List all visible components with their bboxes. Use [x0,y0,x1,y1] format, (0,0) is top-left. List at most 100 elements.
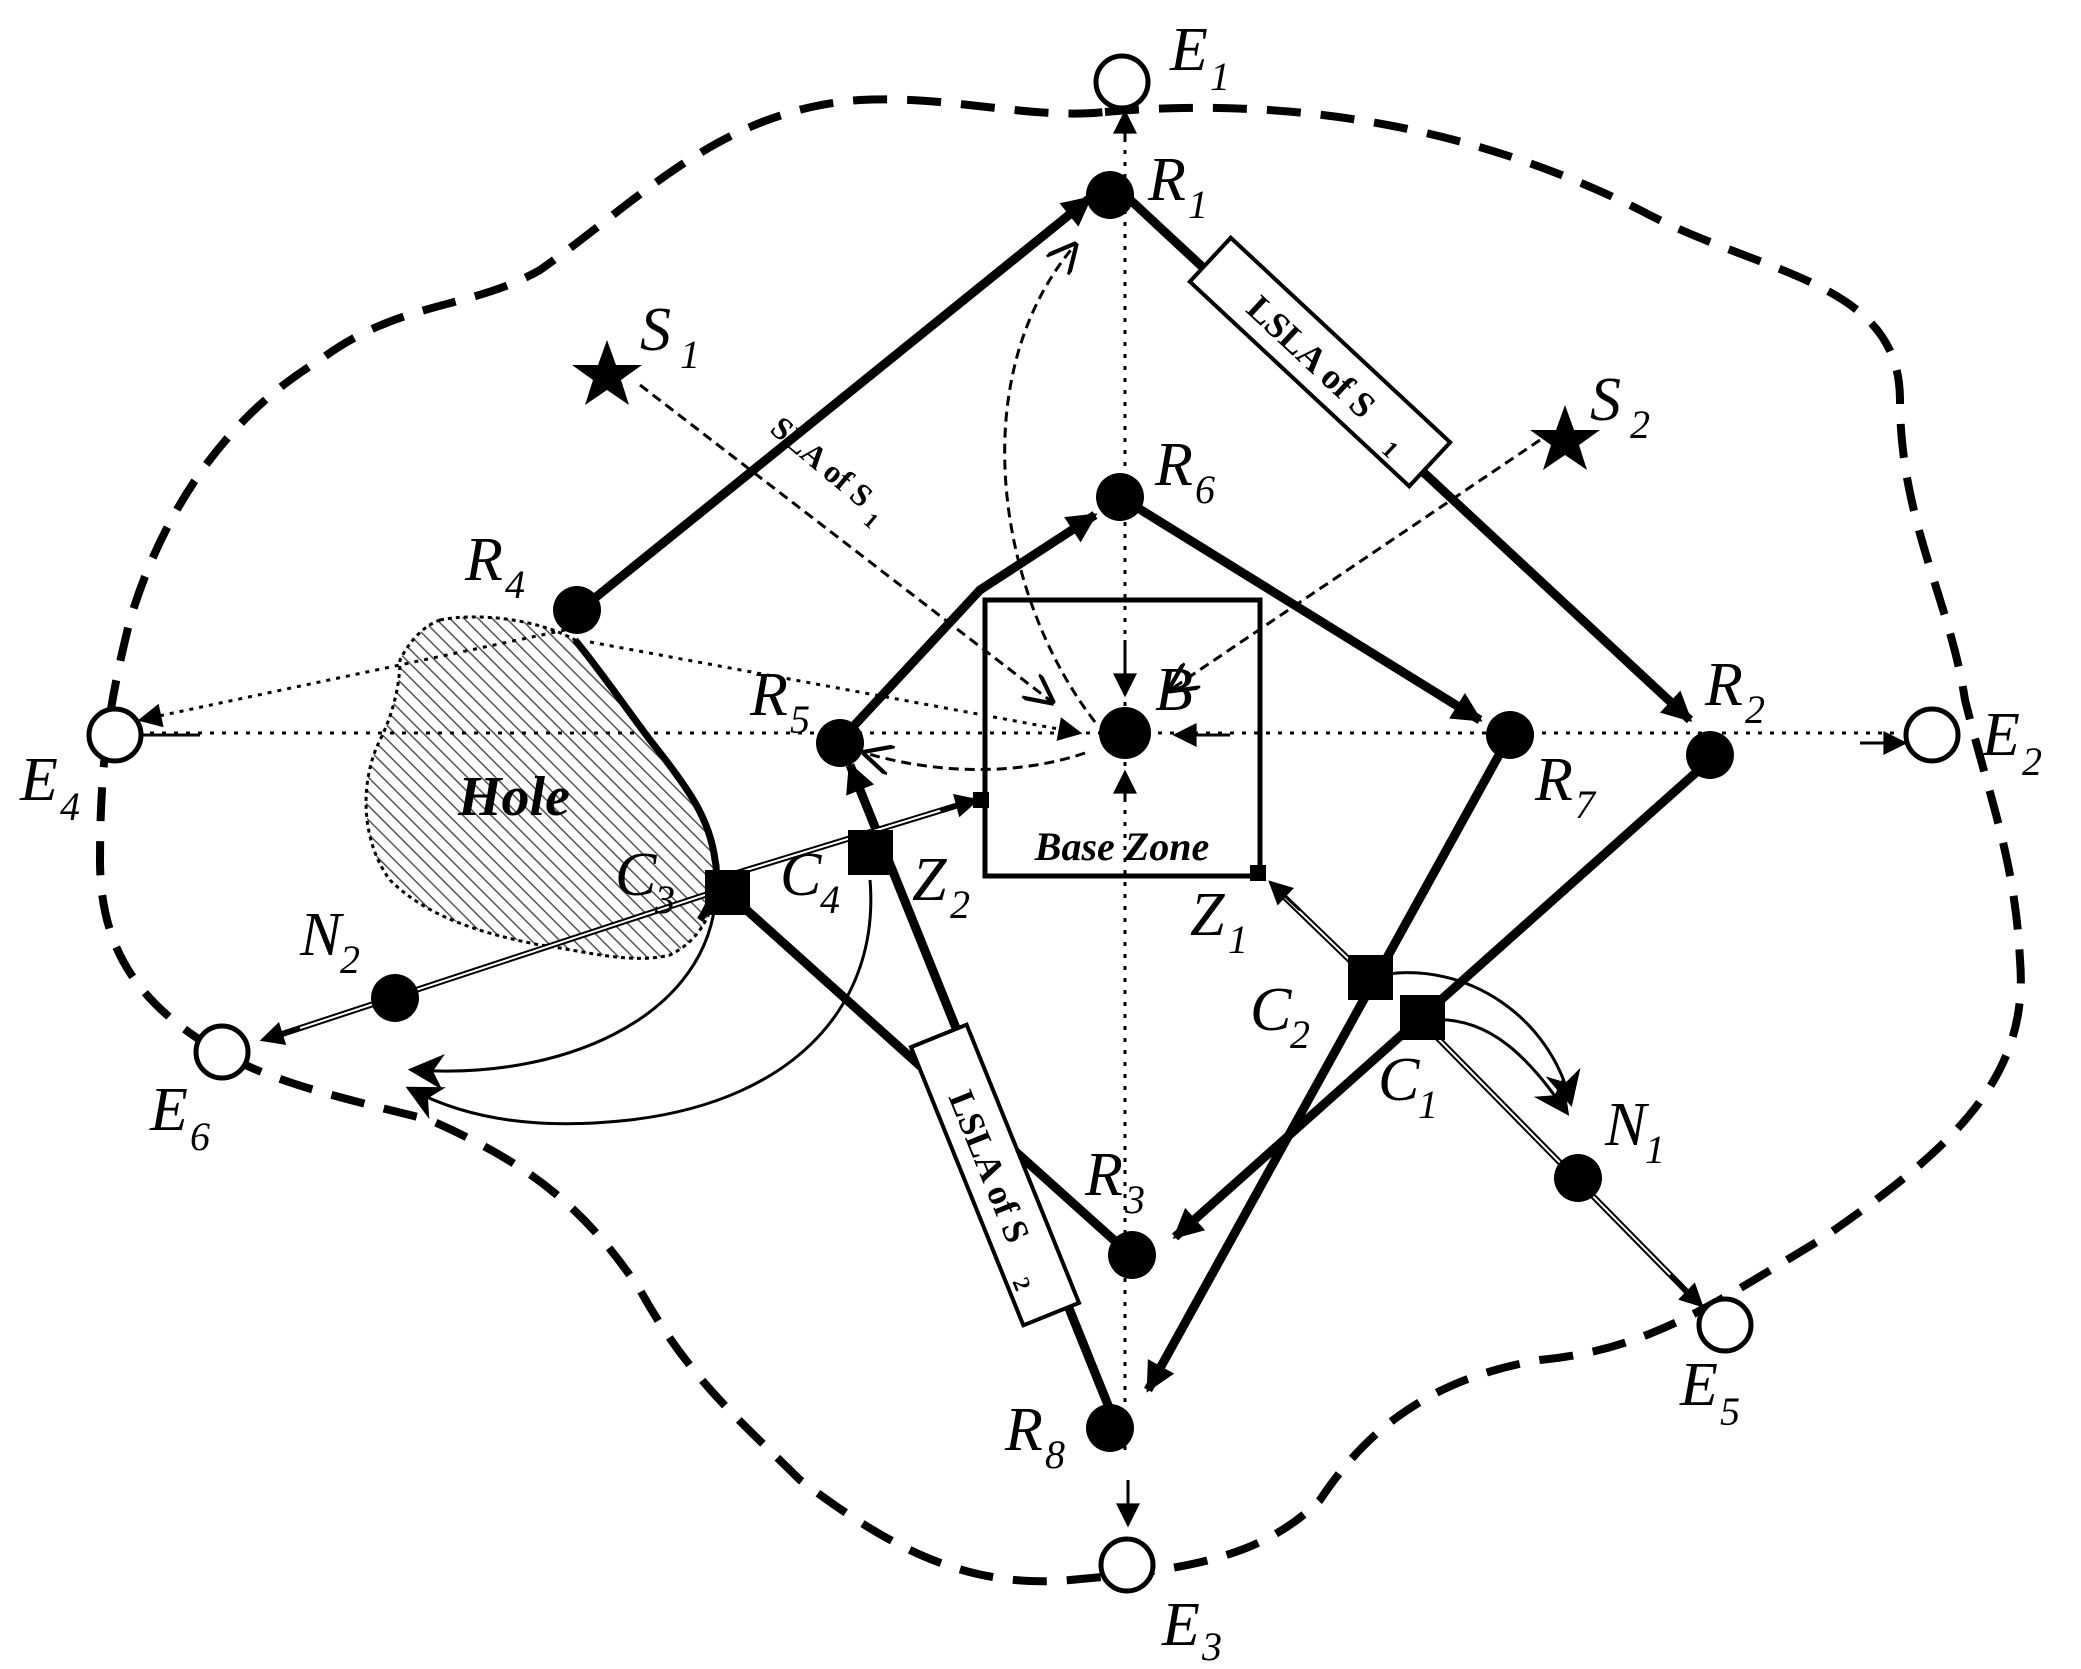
node-R5 [816,719,864,767]
arrow-to-E5 [1668,1273,1704,1308]
lsla-s1-box: LSLA of S 1 [1187,234,1453,490]
svg-text:3: 3 [1124,1177,1145,1222]
svg-text:R: R [1084,1141,1123,1209]
svg-text:Z: Z [912,846,947,914]
svg-text:N: N [1604,1091,1650,1159]
svg-text:2: 2 [2022,739,2042,784]
svg-text:E: E [1679,1351,1718,1419]
svg-text:6: 6 [190,1114,210,1159]
label-C1: C1 [1378,1046,1438,1127]
label-C2: C2 [1250,976,1310,1057]
node-B [1099,707,1151,759]
svg-text:E: E [149,1076,188,1144]
svg-text:R: R [1534,746,1573,814]
svg-text:1: 1 [1210,54,1230,99]
node-E5 [1696,1296,1754,1354]
svg-text:N: N [299,901,345,969]
node-C3 [705,870,750,915]
sla-s1-label: SLA of S 1 [764,409,883,534]
sla-s1-sub: 1 [859,507,883,533]
label-C4: C4 [780,841,840,922]
svg-text:Z: Z [1190,881,1225,949]
svg-text:3: 3 [1201,1624,1222,1669]
node-C2 [1348,955,1393,1000]
node-N2 [371,974,419,1022]
lsla-s2-box: LSLA of S 2 [908,1022,1082,1328]
sla-S1-to-B [639,383,1052,702]
svg-text:E: E [19,746,58,814]
svg-text:6: 6 [1195,467,1215,512]
svg-text:8: 8 [1045,1432,1065,1477]
node-R2 [1686,731,1734,779]
svg-text:R: R [464,526,503,594]
svg-text:7: 7 [1575,782,1597,827]
node-R7 [1486,711,1534,759]
svg-text:E: E [1981,701,2020,769]
curve-C1-to-N1 [1429,1018,1570,1116]
svg-text:1: 1 [1188,182,1208,227]
svg-text:S: S [640,296,671,364]
arrow-to-Z2 [939,794,980,818]
label-B: B [1155,656,1193,724]
star-S1 [572,340,642,405]
svg-text:4: 4 [820,877,840,922]
svg-text:4: 4 [60,784,80,829]
svg-text:2: 2 [340,937,360,982]
curve-C3-to-N2 [407,904,717,1090]
arrow-R4-to-E4 [137,628,566,728]
svg-text:2: 2 [1290,1012,1310,1057]
svg-text:C: C [1250,976,1292,1044]
arrow-to-Z1 [1268,880,1302,912]
node-E3 [1098,1536,1156,1594]
svg-text:5: 5 [1720,1389,1740,1434]
svg-text:2: 2 [1745,687,1765,732]
svg-text:R: R [1704,651,1743,719]
node-R3 [1108,1231,1156,1279]
svg-text:C: C [780,841,822,909]
arrow-to-E6 [259,1022,301,1045]
svg-text:C: C [1378,1046,1420,1114]
zone-marker-Z1 [1250,865,1266,881]
curve-C4-to-N2 [405,879,873,1126]
link-C3-N2-inner [269,889,721,1039]
node-R6 [1096,473,1144,521]
svg-text:R: R [749,661,788,729]
node-C4 [848,830,893,875]
node-E1 [1093,53,1151,111]
svg-text:E: E [1169,16,1208,84]
svg-text:3: 3 [654,877,675,922]
star-S2 [1530,405,1600,470]
node-R8 [1086,1404,1134,1452]
svg-text:C: C [615,841,657,909]
svg-text:R: R [1147,146,1186,214]
svg-text:2: 2 [1630,402,1650,447]
hole-label: Hole [457,766,570,828]
dashed-B-to-R5 [865,753,1086,770]
route-R6-R7 [1122,496,1483,724]
svg-text:S: S [1590,366,1621,434]
node-N1 [1554,1154,1602,1202]
link-C1-E5-inner [1414,1014,1696,1301]
svg-text:1: 1 [680,332,700,377]
node-R4 [553,586,601,634]
zone-marker-Z2 [973,792,989,808]
svg-text:2: 2 [950,882,970,927]
sla-s1-text: SLA of S [764,409,880,514]
svg-text:1: 1 [1228,917,1248,962]
